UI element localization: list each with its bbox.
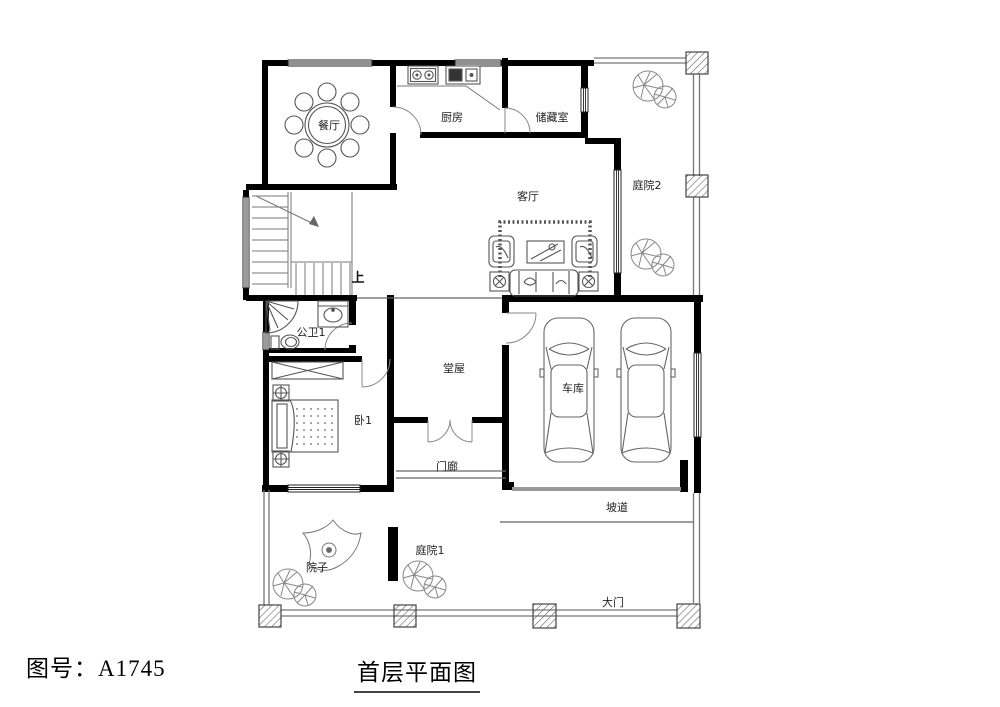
window-living-right xyxy=(613,169,622,274)
rug xyxy=(498,220,592,277)
room-label-ramp: 坡道 xyxy=(606,500,628,514)
stair-up-label: 上 xyxy=(351,271,364,286)
room-label-main-gate: 大门 xyxy=(602,595,624,609)
column-bottom-mid1 xyxy=(393,604,417,628)
armchair-left xyxy=(488,235,515,268)
garage-door xyxy=(512,487,681,491)
drawing-number: 图号：A1745 xyxy=(26,656,166,681)
nightstand-bottom xyxy=(272,450,290,468)
living-room-set xyxy=(488,220,599,297)
column-mid-right xyxy=(685,174,709,198)
room-label-yard: 院子 xyxy=(306,560,328,574)
room-label-main-hall: 堂屋 xyxy=(443,362,465,375)
kitchen-fixtures xyxy=(397,65,501,111)
window-bedroom-bottom xyxy=(287,484,361,493)
room-label-courtyard-2: 庭院2 xyxy=(633,178,662,192)
window-dining-top xyxy=(287,59,373,67)
sofa xyxy=(509,269,579,297)
column-bottom-right xyxy=(676,603,701,629)
plant-stand-left xyxy=(489,271,510,292)
column-bottom-left xyxy=(258,604,282,628)
tree-yard-left xyxy=(272,568,317,607)
room-label-public-bath-1: 公卫1 xyxy=(297,326,326,339)
bed xyxy=(271,399,339,453)
column-top-right xyxy=(685,51,709,75)
shower xyxy=(265,300,299,334)
room-label-bedroom-1: 卧1 xyxy=(354,414,372,427)
room-label-kitchen: 厨房 xyxy=(441,111,463,124)
door-dining-kitchen xyxy=(392,106,422,136)
doors xyxy=(324,106,537,443)
toilet xyxy=(270,334,300,350)
staircase xyxy=(252,192,353,295)
room-label-living-room: 客厅 xyxy=(517,189,539,203)
door-bedroom xyxy=(361,358,391,388)
landscape xyxy=(272,70,677,607)
kitchen-counter-unit xyxy=(445,65,481,85)
door-living-garage xyxy=(505,312,537,344)
wardrobe xyxy=(271,361,344,380)
stair-arrow xyxy=(309,216,319,227)
window-kitchen-top xyxy=(454,59,502,67)
door-kitchen-storage xyxy=(504,107,531,134)
washbasin xyxy=(317,300,349,328)
tree-courtyard2-top xyxy=(632,70,677,109)
plan-title: 首层平面图 xyxy=(354,653,480,693)
bedroom-furniture xyxy=(271,361,344,468)
garage-contents xyxy=(512,317,681,491)
garden-wall-segment xyxy=(388,527,398,581)
room-label-storage-room: 储藏室 xyxy=(536,110,569,124)
armchair-right xyxy=(571,235,598,268)
nightstand-top xyxy=(272,384,290,402)
fence-columns xyxy=(258,51,709,629)
room-label-garage: 车库 xyxy=(562,381,584,395)
window-stair-bay xyxy=(242,196,250,289)
window-bath-left xyxy=(262,331,270,351)
window-storage-right xyxy=(580,87,589,113)
tree-yard-mid xyxy=(402,560,447,599)
room-label-porch: 门廊 xyxy=(436,459,458,473)
room-label-dining-room: 餐厅 xyxy=(318,118,340,132)
fence xyxy=(263,57,701,617)
room-label-courtyard-1: 庭院1 xyxy=(416,543,445,557)
window-garage-right xyxy=(693,352,702,438)
dining-table xyxy=(284,82,370,168)
porch-steps xyxy=(396,470,506,479)
room-labels: 餐厅 厨房 储藏室 客厅 庭院2 公卫1 卧1 堂屋 车库 门廊 院子 庭院1 … xyxy=(297,110,662,609)
tree-courtyard2-mid xyxy=(630,238,675,277)
coffee-table xyxy=(526,240,565,264)
counter-edge xyxy=(397,85,501,111)
bathroom-fixtures xyxy=(265,300,349,350)
stove xyxy=(407,65,439,85)
column-bottom-mid2 xyxy=(532,603,557,629)
yard-planter xyxy=(301,519,362,571)
windows xyxy=(242,59,702,493)
plant-stand-right xyxy=(578,271,599,292)
door-hall-double xyxy=(427,419,473,443)
car-right xyxy=(616,317,676,463)
